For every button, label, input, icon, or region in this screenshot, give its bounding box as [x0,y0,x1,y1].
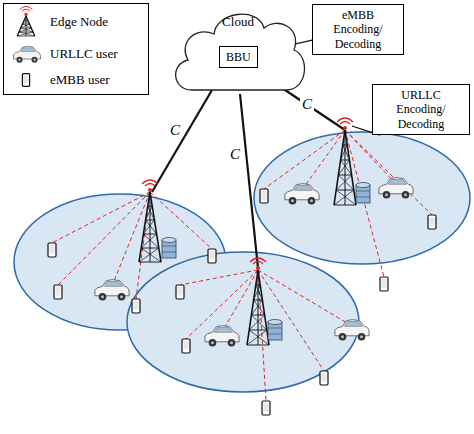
wireless-link [264,130,345,189]
legend-box: Edge NodeURLLC user eMBB user [3,3,149,95]
wireless-link [302,130,345,190]
box-text: eMBB Encoding/ Decoding [319,8,397,51]
edge-node-tower [247,258,269,345]
edge-server [162,238,176,259]
callout-box: URLLC Encoding/ Decoding [372,84,470,135]
wireless-link [186,270,258,339]
embb-phone [262,401,270,415]
capacity-label: C [228,146,242,163]
capacity-label: C [168,122,182,139]
wireless-link [345,130,432,215]
edge-node-tower [139,180,161,262]
capacity-label: C [300,96,314,113]
embb-phone [182,339,190,353]
bbu-box: BBU [219,46,258,68]
urllc-car [95,280,129,301]
embb-phone [54,285,62,299]
legend-icons [4,4,48,92]
fronthaul-link [282,88,345,130]
urllc-car [335,320,369,341]
wireless-link [136,192,150,299]
embb-phone [48,243,56,257]
wireless-link [58,192,150,285]
wireless-link [180,270,258,285]
cell-area [127,252,359,392]
wireless-link [258,270,352,326]
urllc-car [379,178,413,199]
embb-phone [260,189,268,203]
edge-node-tower [334,118,356,205]
edge-server [268,320,282,341]
box-text: BBU [226,50,251,64]
embb-phone [176,285,184,299]
box-text: URLLC Encoding/ Decoding [379,88,463,131]
urllc-car [285,184,319,205]
edge-server [356,183,370,204]
urllc-car [14,46,41,63]
embb-phone [428,215,436,229]
wireless-link [345,130,384,277]
legend-text: eMBB user [50,72,110,88]
legend-text: Edge Node [50,14,108,30]
urllc-car [205,326,239,347]
embb-phone [320,371,328,385]
wireless-link [150,192,212,249]
embb-phone [380,277,388,291]
callout-box: eMBB Encoding/ Decoding [312,4,404,55]
edge-node-tower [17,6,35,36]
cell-area [254,132,470,264]
fronthaul-link [152,90,212,192]
cloud-label: Cloud [170,14,306,30]
wireless-link [52,192,150,243]
cloud-shape: CloudBBU [170,2,306,98]
wireless-link [258,270,324,371]
embb-phone [22,74,29,87]
fronthaul-link [240,94,258,268]
wireless-link [222,270,258,332]
wireless-link [112,192,150,286]
legend-text: URLLC user [50,46,118,62]
embb-phone [208,249,216,263]
embb-phone [132,299,140,313]
